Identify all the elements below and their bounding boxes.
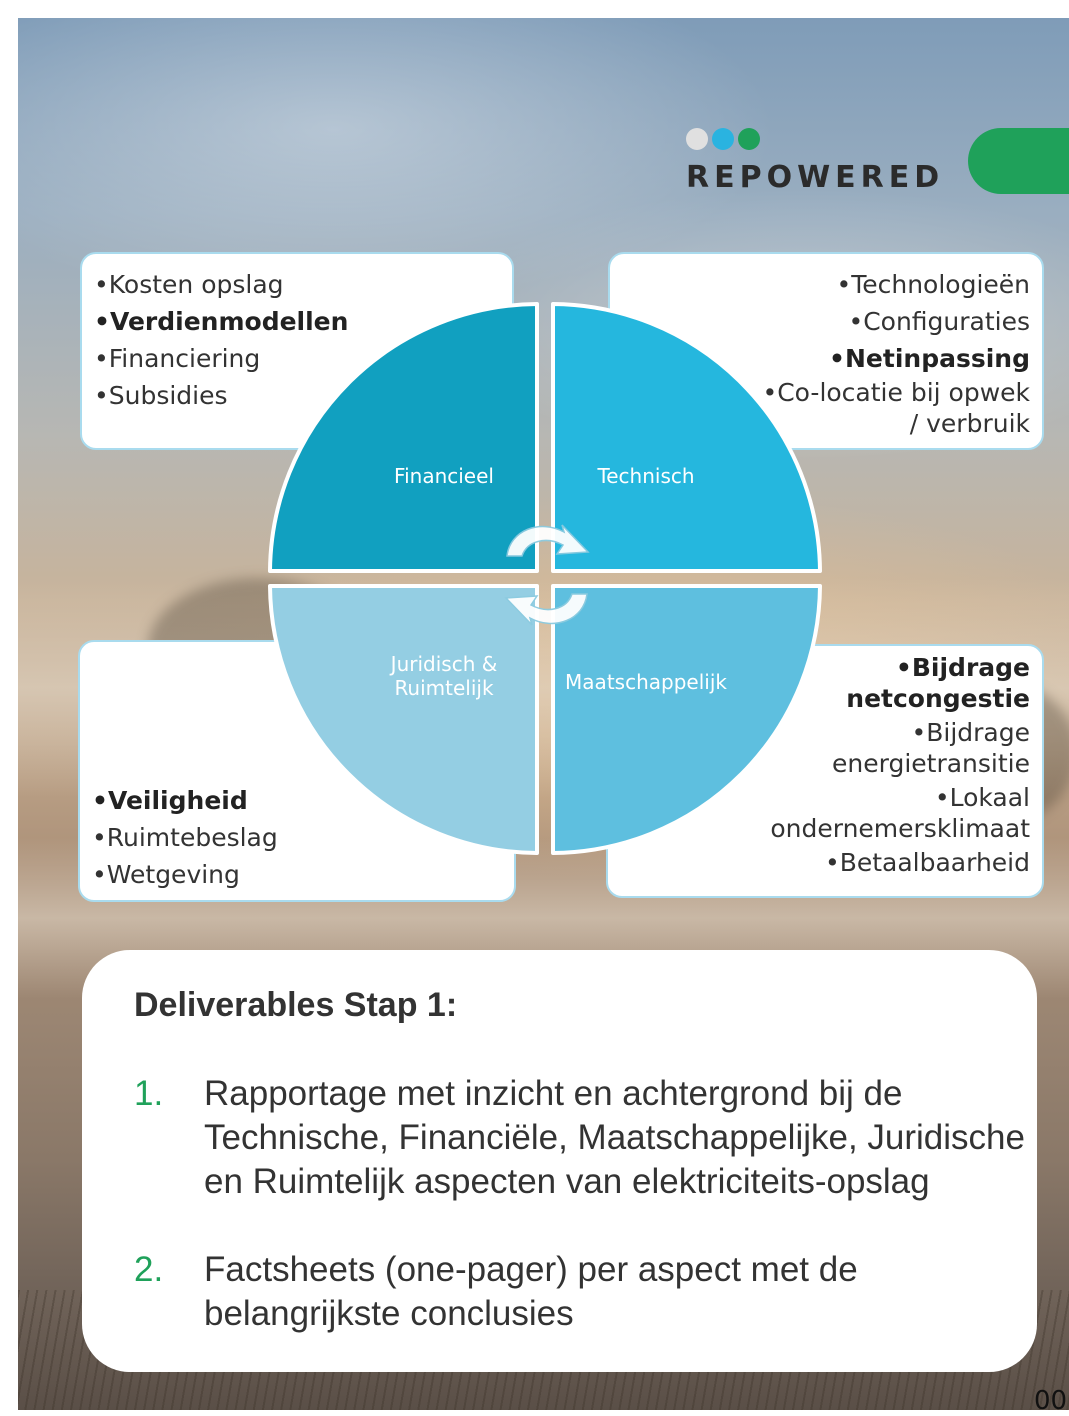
deliverables-title: Deliverables Stap 1: — [134, 986, 458, 1024]
list-item: Technologieën — [610, 266, 1030, 303]
list-item: Bijdrage netcongestie — [608, 652, 1030, 714]
list-item: Verdienmodellen — [94, 303, 512, 340]
deliverable-text: Rapportage met inzicht en achtergrond bi… — [204, 1074, 1025, 1201]
quadrant-juridisch-ruimtelijk — [268, 584, 539, 855]
list-item: Lokaal ondernemersklimaat — [608, 782, 1030, 844]
page-number: 00 — [1034, 1386, 1068, 1416]
quadrant-maatschappelijk — [551, 584, 822, 855]
deliverables-card: Deliverables Stap 1: 1. Rapportage met i… — [82, 950, 1037, 1372]
list-item: Ruimtebeslag — [92, 819, 514, 856]
list-item: Subsidies — [94, 377, 512, 414]
quadrant-financieel — [268, 302, 539, 573]
list-item: Configuraties — [610, 303, 1030, 340]
logo-text: REPOWERED — [686, 160, 945, 195]
deliverable-number: 1. — [134, 1074, 164, 1113]
financieel-list: Kosten opslag Verdienmodellen Financieri… — [94, 266, 512, 414]
quadrant-label-maatschappelijk: Maatschappelijk — [565, 670, 727, 694]
maatschappelijk-list: Bijdrage netcongestie Bijdrage energietr… — [608, 652, 1030, 878]
quadrant-label-juridisch-line2: Ruimtelijk — [394, 676, 494, 700]
quadrant-label-financieel: Financieel — [394, 464, 494, 488]
deliverable-item: 2. Factsheets (one-pager) per aspect met… — [134, 1248, 1054, 1338]
deliverable-number: 2. — [134, 1250, 164, 1289]
deliverable-text: Factsheets (one-pager) per aspect met de… — [204, 1250, 858, 1333]
list-item: Veiligheid — [92, 782, 514, 819]
cycle-arrows-icon — [504, 524, 590, 626]
brand-green-tab — [968, 128, 1069, 194]
list-item: Financiering — [94, 340, 512, 377]
list-item: Betaalbaarheid — [608, 847, 1030, 878]
logo-dot-green — [738, 128, 760, 150]
quadrant-label-juridisch-line1: Juridisch & — [389, 652, 498, 676]
logo-dot-blue — [712, 128, 734, 150]
logo-dot-grey — [686, 128, 708, 150]
list-item: Kosten opslag — [94, 266, 512, 303]
aspect-wheel: Financieel Technisch Juridisch & Ruimtel… — [268, 302, 822, 855]
quadrant-technisch — [551, 302, 822, 573]
list-item: Co-locatie bij opwek / verbruik — [610, 377, 1030, 439]
technisch-list: Technologieën Configuraties Netinpassing… — [610, 266, 1030, 439]
quadrant-label-technisch: Technisch — [596, 464, 694, 488]
deliverable-item: 1. Rapportage met inzicht en achtergrond… — [134, 1072, 1054, 1252]
list-item: Netinpassing — [610, 340, 1030, 377]
juridisch-list: Veiligheid Ruimtebeslag Wetgeving — [92, 782, 514, 893]
list-item: Wetgeving — [92, 856, 514, 893]
list-item: Bijdrage energietransitie — [608, 717, 1030, 779]
